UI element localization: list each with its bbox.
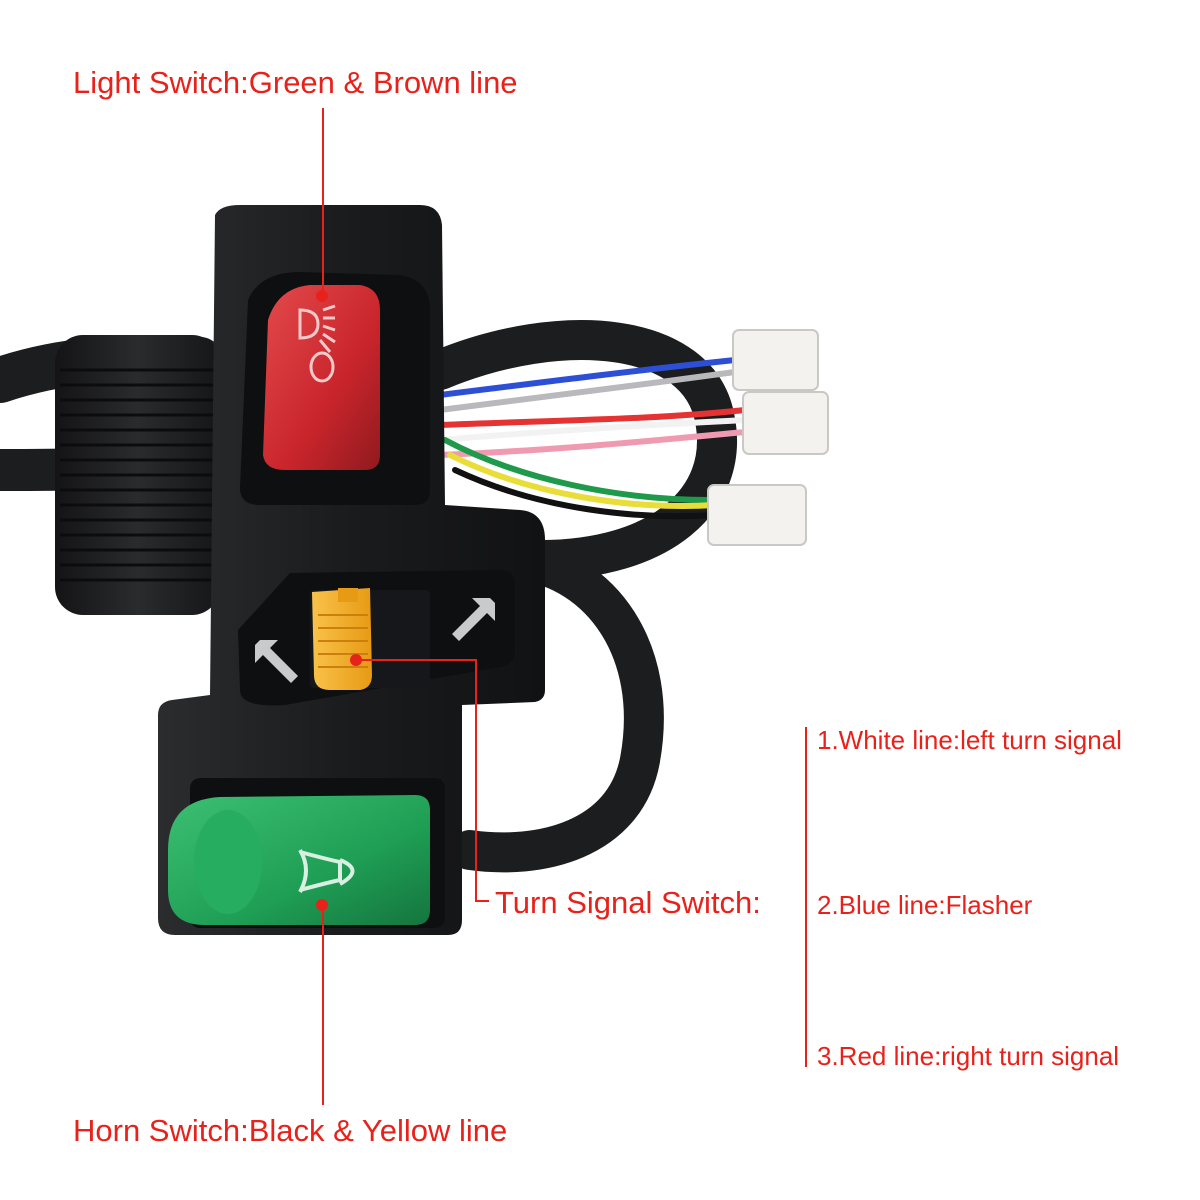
wire-connectors [707,329,829,546]
bracket-wires [805,727,807,1067]
grip-collar [55,335,220,615]
leader-line-turn-stub [475,900,489,902]
wire-label-white: 1.White line:left turn signal [817,725,1122,755]
horn-switch-label: Horn Switch:Black & Yellow line [73,1113,508,1148]
arrow-down-left-icon [255,640,298,683]
leader-dot-horn [316,899,328,911]
horn-switch-button [168,795,430,925]
wire-label-blue: 2.Blue line:Flasher [817,890,1033,920]
leader-line-horn [322,900,324,1105]
headlight-icon [298,304,336,353]
turn-signal-switch-label: Turn Signal Switch: [495,885,761,920]
leader-line-turn-v [475,659,477,901]
leader-line-light [322,108,324,298]
horn-icon [298,848,355,893]
leader-dot-light [316,290,328,302]
light-switch-label: Light Switch:Green & Brown line [73,65,518,100]
wire-bundle [437,357,748,520]
wire-label-red: 3.Red line:right turn signal [817,1041,1120,1071]
ring-icon [309,351,335,383]
arrow-up-right-icon [452,598,495,641]
leader-dot-turn [350,654,362,666]
light-switch-button [263,285,380,470]
leader-line-turn-h [355,659,475,661]
